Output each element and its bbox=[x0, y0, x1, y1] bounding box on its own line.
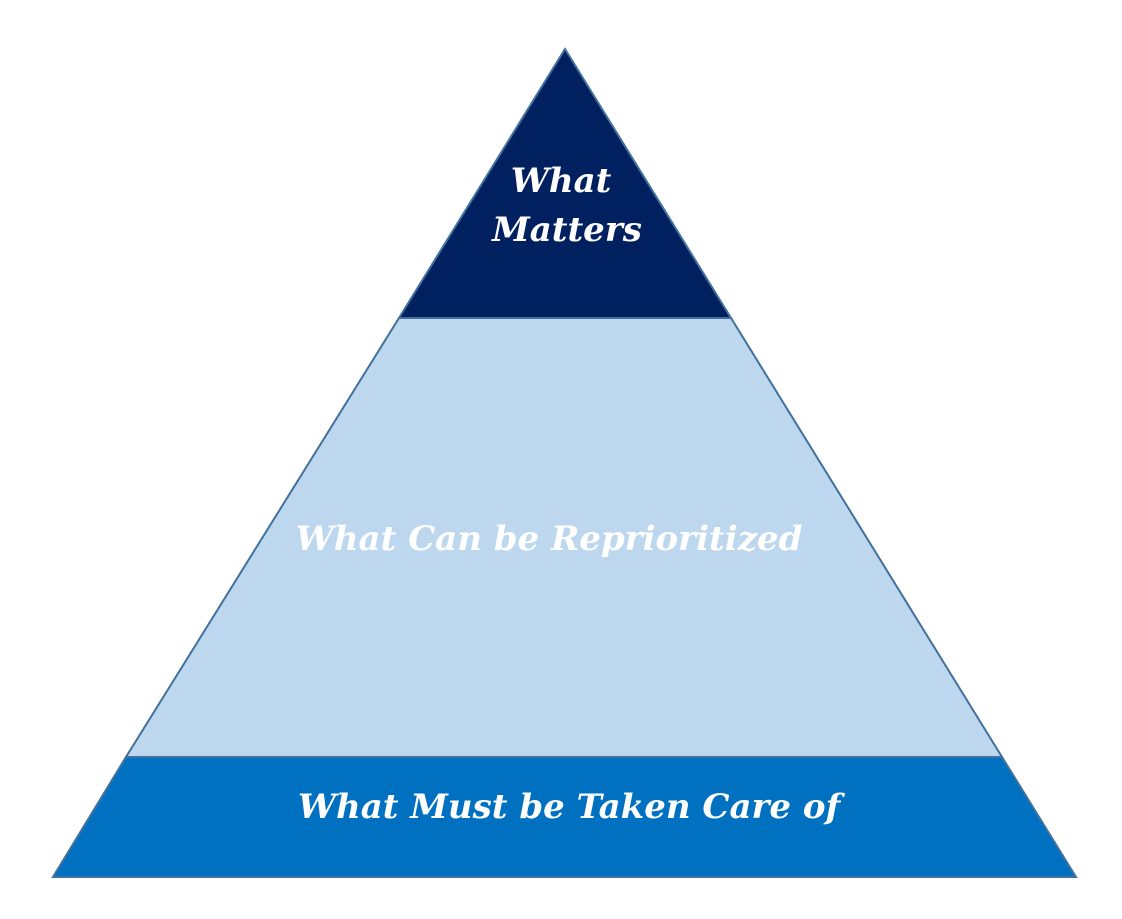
tier-top-label-line-1: What bbox=[511, 161, 612, 201]
tier-top-shape bbox=[397, 47, 733, 319]
tier-middle-label: What Can be Reprioritized bbox=[296, 519, 803, 559]
tier-middle-label-line-1: What Can be Reprioritized bbox=[296, 519, 803, 559]
tier-bottom-label-line-1: What Must be Taken Care of bbox=[298, 787, 846, 827]
tier-bottom-label: What Must be Taken Care of bbox=[298, 787, 846, 827]
tier-top-label: What Matters bbox=[491, 161, 642, 250]
tier-top-label-line-2: Matters bbox=[491, 210, 642, 250]
